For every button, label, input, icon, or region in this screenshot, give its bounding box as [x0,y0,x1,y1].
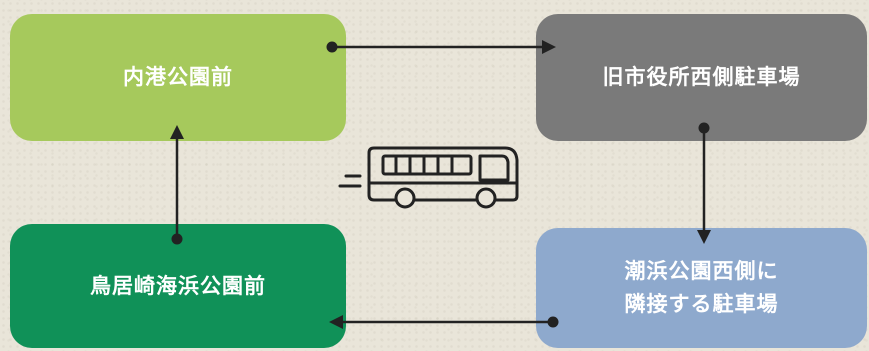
arrow-left [170,125,184,245]
stop-naiko-koen-mae: 内港公園前 [10,14,346,141]
stop-kyu-shiyakusho-parking: 旧市役所西側駐車場 [536,14,867,141]
bus-icon [338,146,519,209]
arrow-bottom [329,315,559,329]
arrow-top [326,40,556,54]
stop-toriizaki-kaihin-koen-mae: 鳥居崎海浜公園前 [10,224,346,348]
arrow-right [697,122,711,244]
stop-shiohama-koen-parking: 潮浜公園西側に 隣接する駐車場 [536,228,867,348]
